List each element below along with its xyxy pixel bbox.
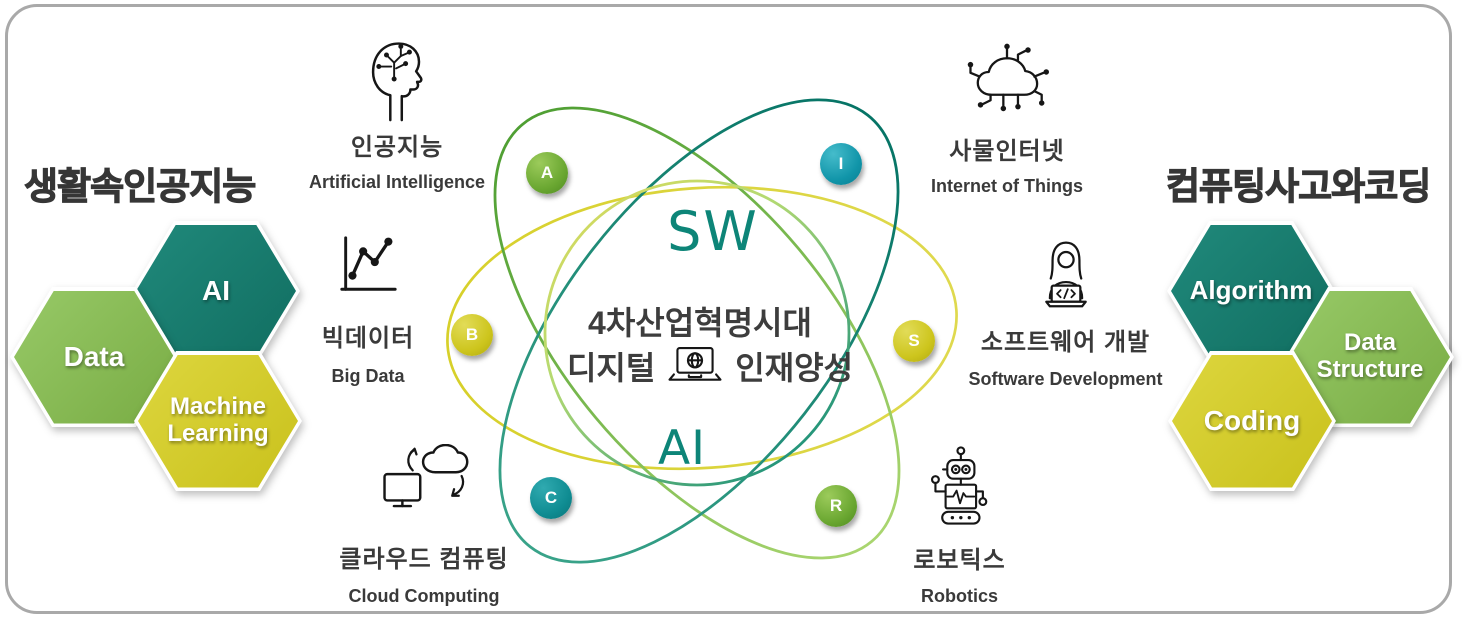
robot-label-ko: 로보틱스 [913, 547, 1006, 574]
big-data-icon [340, 236, 397, 291]
iot-icon [967, 43, 1049, 112]
iot-label-ko: 사물인터넷 [949, 138, 1065, 165]
orbit-green [493, 106, 901, 560]
hexagon-ai: AI [132, 221, 300, 361]
center-ai-label: AI [657, 421, 706, 476]
ai-label-en: Artificial Intelligence [308, 172, 486, 192]
outer-border [5, 4, 1452, 614]
orbit-teal [498, 98, 900, 564]
cloud-computing-icon [383, 444, 469, 508]
center-line2: 디지털 인재양성 [490, 343, 930, 389]
badge-r-letter: R [829, 496, 843, 515]
hexagon-coding-label: Coding [1172, 354, 1332, 488]
center-circle [543, 179, 851, 487]
swdev-label-en: Software Development [968, 369, 1163, 389]
badge-a-letter: A [540, 163, 554, 182]
item-big-data: 빅데이터 Big Data [262, 230, 474, 387]
center-sw-label: SW [667, 200, 759, 263]
item-cloud-computing: 클라우드 컴퓨팅 Cloud Computing [314, 444, 534, 607]
badge-b-letter: B [465, 325, 479, 344]
orbit-yellow [446, 185, 958, 471]
hexagon-coding: Coding [1168, 351, 1336, 491]
software-dev-icon [1044, 241, 1087, 308]
item-artificial-intelligence: 인공지능 Artificial Intelligence [287, 34, 507, 193]
laptop-globe-icon [668, 346, 722, 381]
robot-label-en: Robotics [920, 586, 998, 606]
center-line1: 4차산업혁명시대 [588, 305, 812, 341]
badge-s: S [893, 320, 935, 362]
right-title: 컴퓨팅사고와코딩 [1165, 165, 1431, 207]
bigdata-label-ko: 빅데이터 [321, 325, 415, 352]
badge-b: B [451, 314, 493, 356]
badge-c: C [530, 477, 572, 519]
left-title: 생활속인공지능 [23, 165, 256, 207]
badge-r: R [815, 485, 857, 527]
cloud-label-en: Cloud Computing [348, 586, 500, 606]
item-internet-of-things: 사물인터넷 Internet of Things [897, 40, 1117, 197]
badge-c-letter: C [544, 488, 558, 507]
hexagon-machine-learning: Machine Learning [134, 351, 302, 491]
cloud-label-ko: 클라우드 컴퓨팅 [339, 546, 509, 573]
center-line2-left: 디지털 [566, 350, 656, 386]
badge-s-letter: S [908, 331, 920, 350]
center-line2-right: 인재양성 [735, 350, 854, 386]
badge-a: A [526, 152, 568, 194]
badge-i-letter: I [838, 154, 844, 173]
ai-label-ko: 인공지능 [350, 134, 444, 161]
ai-head-icon [371, 42, 423, 122]
item-software-development: 소프트웨어 개발 Software Development [948, 235, 1183, 390]
iot-label-en: Internet of Things [931, 176, 1083, 196]
bigdata-label-en: Big Data [331, 366, 405, 386]
robot-icon [930, 446, 987, 525]
swdev-label-ko: 소프트웨어 개발 [980, 329, 1151, 356]
badge-i: I [820, 143, 862, 185]
item-robotics: 로보틱스 Robotics [852, 444, 1067, 607]
